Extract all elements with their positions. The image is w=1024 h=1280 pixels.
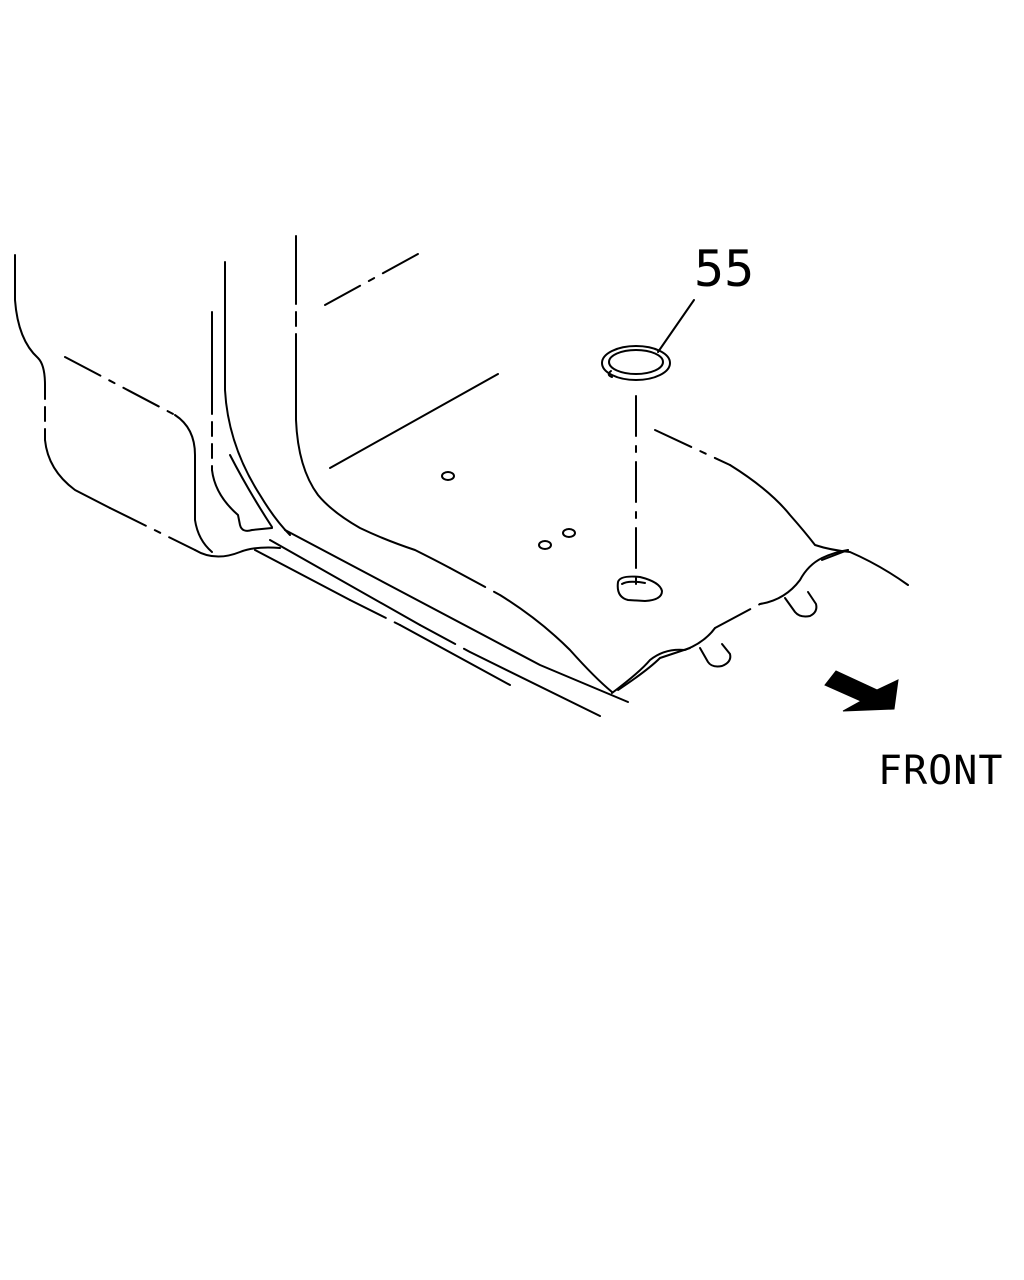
- front-floor-crossmember: [611, 429, 909, 694]
- left-side-panel: [14, 254, 291, 558]
- callout-leader-line: [657, 299, 695, 353]
- floor-hole: [616, 575, 663, 602]
- floor-plug-part-55: [601, 345, 671, 381]
- part-number-callout: 55: [694, 240, 754, 298]
- front-direction-arrow-icon: [824, 670, 899, 712]
- floor-panel: [295, 235, 613, 693]
- rocker-sill: [254, 529, 629, 717]
- front-direction-label: FRONT: [878, 748, 1003, 794]
